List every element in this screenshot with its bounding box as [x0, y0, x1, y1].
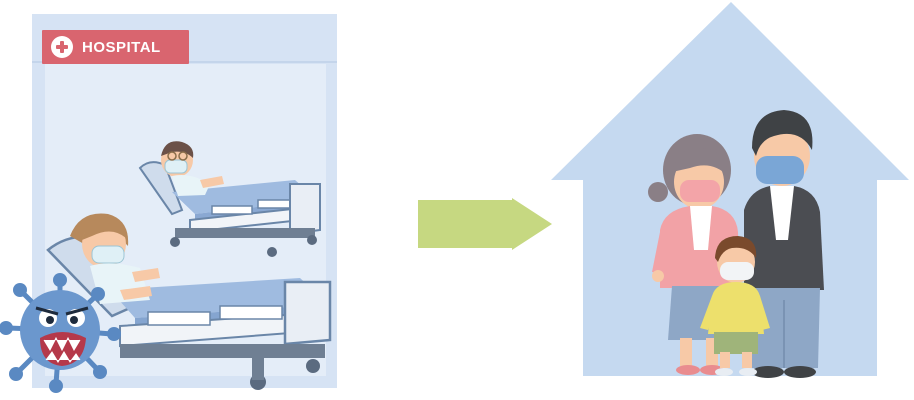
hospital-badge: HOSPITAL	[42, 30, 189, 64]
right-arrow-icon	[418, 198, 552, 250]
virus-monster-icon	[0, 273, 121, 393]
family-child	[700, 236, 770, 376]
hospital-patient-woman	[70, 213, 160, 304]
hospital-bed-back	[138, 161, 321, 257]
hospital-patient-man	[161, 141, 224, 196]
family-father	[744, 110, 824, 378]
hospital-label: HOSPITAL	[82, 38, 161, 56]
plus-cross-icon	[51, 36, 73, 58]
